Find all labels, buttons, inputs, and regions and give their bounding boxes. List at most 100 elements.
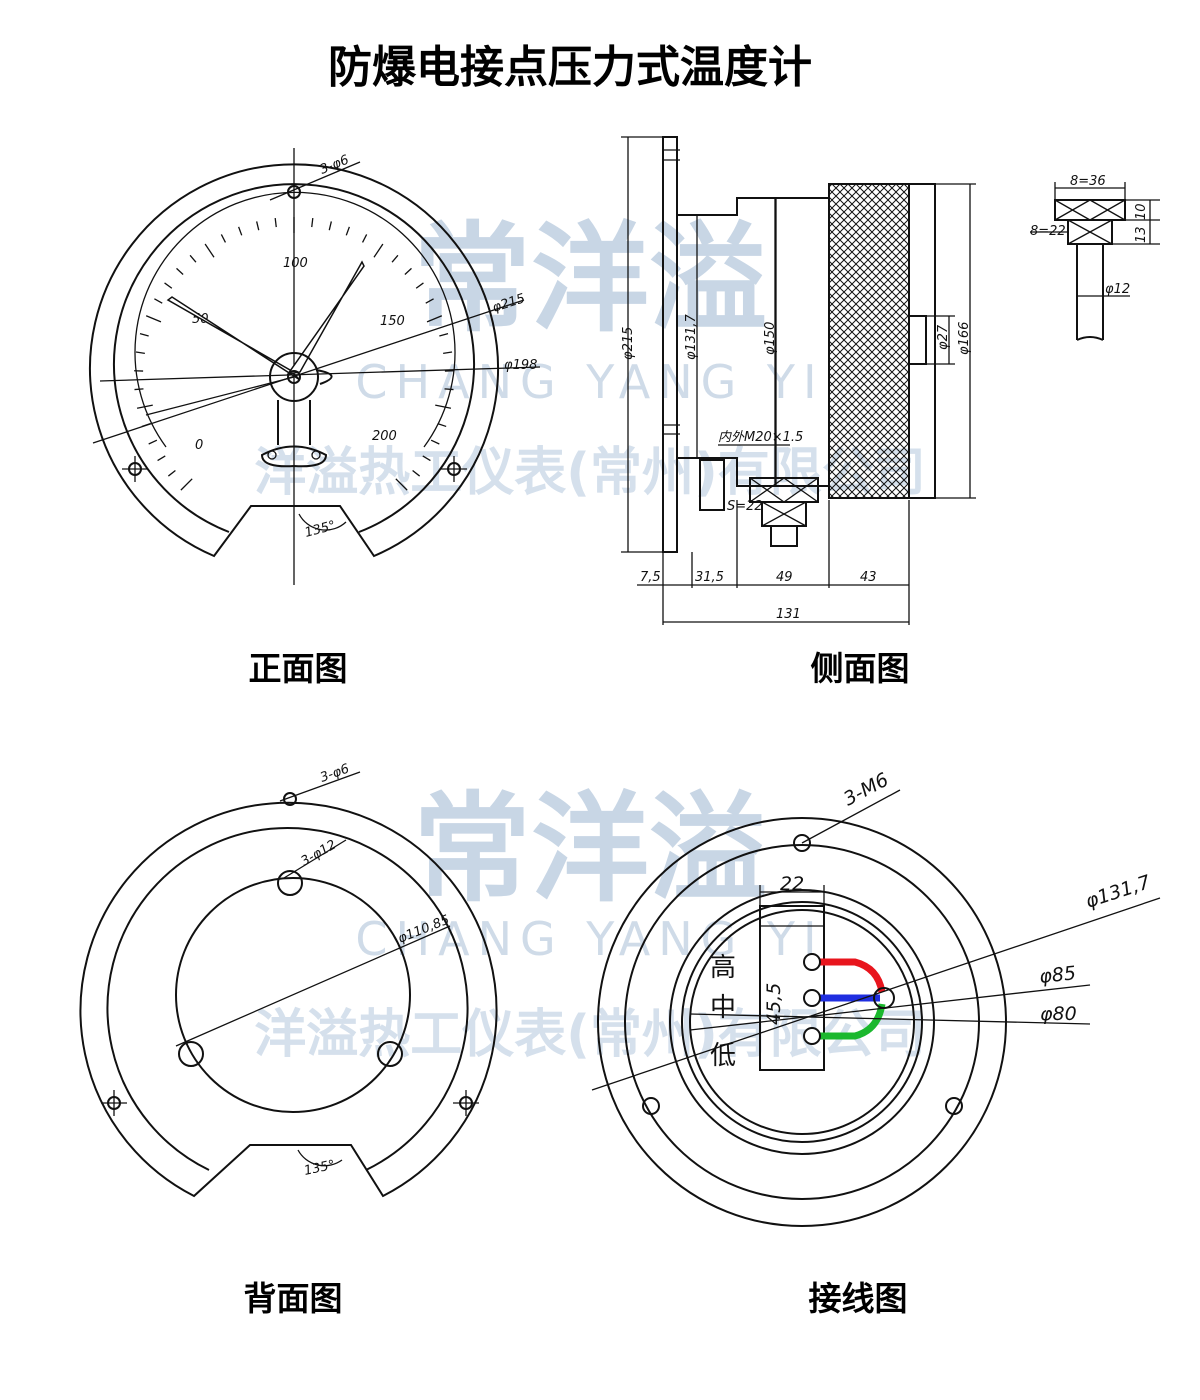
- back-outer-ring: [79, 801, 498, 1198]
- dial-tick: [167, 469, 176, 477]
- side-socket-cross: [761, 501, 807, 527]
- leader-phi215: [92, 299, 525, 444]
- leader-wiring-phi85: [689, 984, 1091, 1031]
- leader-back-3-phi12: [283, 839, 347, 879]
- back-phi12-top: [277, 870, 303, 896]
- label-side-wrench: S=22: [727, 499, 763, 514]
- dial-tick: [412, 469, 421, 477]
- dial-tick: [157, 455, 166, 462]
- back-angle-arc: [297, 1149, 343, 1167]
- detail-dim-heights: [1112, 199, 1160, 245]
- side-view: φ215 φ131,7 φ150 φ27 φ166 内外M20×1.5 S=22…: [621, 136, 976, 688]
- detail-dim-36: [1054, 182, 1126, 200]
- dial-tick: [345, 226, 350, 236]
- label-side-phi215: φ215: [621, 327, 636, 360]
- wiring-view: 22 45,5 高 中 低 3-M6 φ131,7 φ85 φ80 接线图: [591, 769, 1161, 1318]
- level-mid: 中: [710, 993, 736, 1023]
- dial-tick: [395, 478, 408, 491]
- label-side-phi131: φ131,7: [684, 313, 699, 360]
- scale-label-150: 150: [380, 314, 405, 329]
- scale-label-0: 0: [195, 438, 203, 453]
- label-seg-31-5: 31,5: [695, 570, 724, 585]
- dial-tick: [274, 218, 277, 228]
- label-wiring-phi80: φ80: [1040, 1003, 1077, 1025]
- front-angle-arc: [298, 513, 347, 531]
- label-detail-10: 10: [1134, 203, 1149, 220]
- dial-tick: [176, 267, 184, 275]
- label-back-3-phi12: 3-φ12: [299, 837, 339, 869]
- dial-tick: [311, 218, 314, 228]
- dial-tick: [391, 254, 399, 263]
- caption-side: 侧面图: [811, 649, 910, 688]
- watermark-brand-bottom: 常洋溢: [413, 780, 767, 918]
- label-wiring-phi85: φ85: [1038, 962, 1077, 988]
- back-inner-ring: [106, 827, 469, 1171]
- label-detail-phi12: φ12: [1105, 282, 1130, 297]
- label-back-3-phi6: 3-φ6: [318, 761, 351, 785]
- dial-tick: [430, 439, 440, 445]
- dim-line-166: [935, 183, 976, 499]
- front-dial-arc: [134, 191, 456, 448]
- dial-tick: [443, 351, 453, 355]
- wiring-131-circle: [669, 889, 935, 1155]
- label-block-22: 22: [780, 873, 804, 895]
- label-back-angle: 135°: [303, 1158, 337, 1179]
- leader-wiring-phi131: [591, 897, 1161, 1091]
- dial-tick: [437, 423, 447, 428]
- label-side-thread: 内外M20×1.5: [718, 430, 803, 445]
- dim-block-22: [759, 885, 825, 906]
- label-front-phi198: φ198: [504, 358, 537, 373]
- side-stub: [770, 525, 798, 547]
- dial-tick: [328, 221, 332, 231]
- detail-shaft: [1076, 244, 1104, 341]
- label-front-angle: 135°: [303, 518, 337, 541]
- wire-mid: [803, 989, 880, 1007]
- dial-tick: [415, 282, 424, 289]
- scale-label-100: 100: [283, 256, 308, 271]
- leader-wiring-3-m6: [801, 789, 901, 844]
- dial-tick: [404, 267, 412, 275]
- wiring-screw-left: [642, 1097, 660, 1115]
- label-detail-13: 13: [1134, 226, 1149, 243]
- label-detail-36: 8=36: [1070, 174, 1106, 189]
- dial-tick: [439, 332, 449, 337]
- label-seg-49: 49: [776, 570, 793, 585]
- dial-tick: [134, 388, 144, 391]
- watermark-brand-top: 常洋溢: [413, 210, 767, 348]
- dim-line-27: [926, 315, 955, 365]
- connector-detail: 8=36 8=22 13 10 φ12: [1030, 174, 1160, 341]
- dial-tick: [220, 234, 227, 243]
- dial-tick: [422, 455, 431, 462]
- leader-back-phi110: [175, 925, 451, 1047]
- dial-tick: [238, 226, 243, 236]
- side-knurl: [828, 183, 910, 499]
- label-wiring-3-m6: 3-M6: [840, 769, 892, 811]
- label-seg-7-5: 7,5: [640, 570, 661, 585]
- front-hub-tab: [315, 369, 333, 385]
- terminal-mid: [803, 989, 821, 1007]
- watermark-company-top: 洋溢热工仪表(常州)有限公司: [254, 443, 926, 503]
- dial-tick: [189, 254, 197, 263]
- label-front-3-phi6: 3-φ6: [318, 153, 351, 178]
- pointer-low: [166, 296, 301, 381]
- front-hub-inner: [287, 370, 301, 384]
- watermark: 常洋溢 CHANG YANG YI 洋溢热工仪表(常州)有限公司 常洋溢 CHA…: [254, 210, 926, 1065]
- dial-tick: [444, 388, 454, 391]
- watermark-brand-en-top: CHANG YANG YI: [355, 355, 824, 409]
- front-bracket: [260, 445, 328, 468]
- label-block-45: 45,5: [763, 983, 785, 1025]
- dim-extension-lines: [662, 500, 910, 625]
- dial-tick: [361, 234, 368, 243]
- front-bracket-hole-left: [267, 450, 277, 460]
- front-outer-ring: [89, 163, 499, 558]
- front-hub-outer: [269, 352, 319, 402]
- front-bracket-hole-right: [311, 450, 321, 460]
- label-total-131: 131: [776, 607, 801, 622]
- drawing-title: 防爆电接点压力式温度计: [328, 42, 812, 93]
- side-bezel-ribs: [663, 149, 680, 435]
- label-side-phi27: φ27: [936, 324, 951, 350]
- dial-tick: [426, 315, 443, 323]
- dial-tick: [148, 439, 158, 445]
- wiring-80-circle: [689, 909, 915, 1135]
- caption-wiring: 接线图: [809, 1279, 908, 1318]
